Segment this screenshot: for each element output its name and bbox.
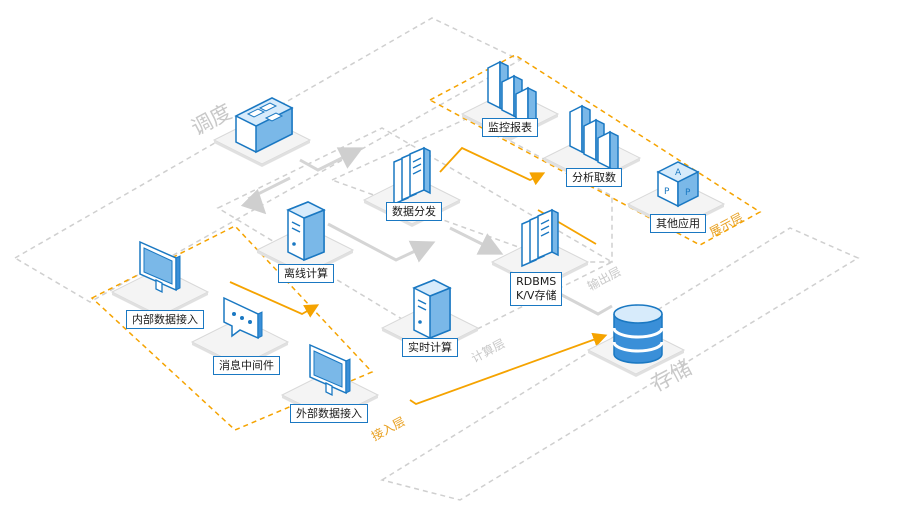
other-apps-label: 其他应用	[650, 214, 706, 233]
svg-text:P: P	[685, 188, 691, 198]
compute-zone	[216, 127, 614, 346]
svg-text:P: P	[664, 187, 670, 197]
display-zone	[428, 54, 762, 246]
orange-flows	[229, 146, 608, 406]
storage-engine-label-line1: RDBMS	[516, 275, 557, 288]
node-database	[587, 304, 685, 378]
node-other-apps: A P P	[627, 161, 725, 232]
message-middleware-label: 消息中间件	[213, 356, 280, 375]
offline-compute-label: 离线计算	[278, 264, 334, 283]
data-distribution-label: 数据分发	[386, 202, 442, 221]
external-data-access-label: 外部数据接入	[290, 404, 368, 423]
realtime-compute-label: 实时计算	[402, 338, 458, 357]
monitor-report-label: 监控报表	[482, 118, 538, 137]
highlight-zones	[90, 54, 762, 431]
gray-flows	[240, 147, 613, 316]
analysis-fetch-label: 分析取数	[566, 168, 622, 187]
storage-engine-label-line2: K/V存储	[516, 289, 557, 302]
access-zone	[90, 225, 374, 431]
internal-data-access-label: 内部数据接入	[126, 310, 204, 329]
server-icon	[413, 279, 451, 339]
app-cube-icon: A P P	[656, 161, 700, 208]
server-icon	[287, 201, 325, 261]
scheduling-node	[213, 97, 311, 168]
storage-engine-label: RDBMS K/V存储	[510, 272, 563, 306]
building-icon	[234, 97, 294, 154]
database-icon	[612, 304, 664, 364]
scheduling-zone	[13, 17, 522, 303]
svg-text:A: A	[675, 168, 682, 178]
